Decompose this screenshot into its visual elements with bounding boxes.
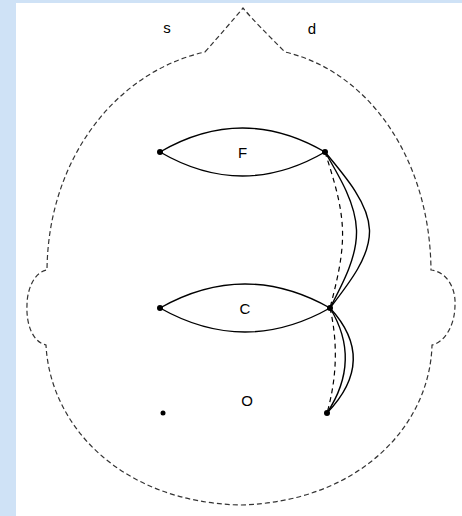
region-letter: C — [240, 301, 251, 316]
side-label: s — [163, 20, 171, 35]
region-letter: F — [238, 145, 247, 160]
lens-outline-path — [160, 128, 325, 176]
lens-region: F — [160, 128, 325, 176]
side-label: d — [308, 21, 316, 36]
electrode-dot — [324, 410, 330, 416]
lens-outline-path — [160, 284, 330, 332]
electrode-link — [327, 308, 353, 413]
region-letter: O — [241, 393, 253, 408]
electrode-dot — [161, 411, 166, 416]
electrode-link — [325, 152, 370, 308]
electrode-link — [327, 308, 345, 413]
lens-region: C — [160, 284, 330, 332]
electrode-link — [327, 308, 335, 413]
head-outline — [27, 8, 455, 505]
electrode-link — [325, 152, 357, 308]
electrode-link — [325, 152, 343, 308]
